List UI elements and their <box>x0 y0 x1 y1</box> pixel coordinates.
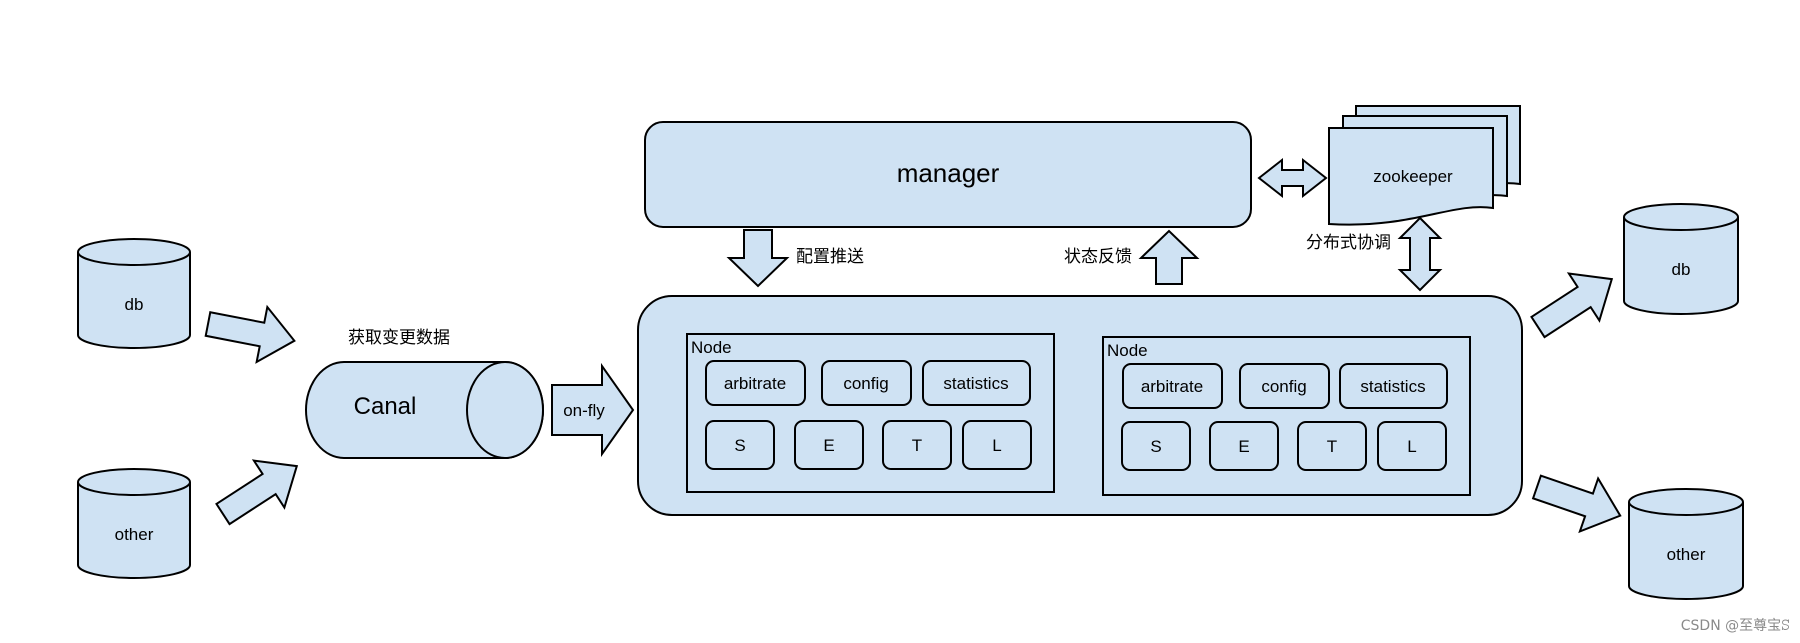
node2-stage-e-label: E <box>1238 437 1249 456</box>
node1-config-box <box>821 360 912 406</box>
manager-box <box>644 121 1252 228</box>
source-other-cylinder <box>77 468 191 579</box>
watermark-text: CSDN @至尊宝ꕶ <box>1681 617 1790 634</box>
node2-config-box <box>1239 363 1330 409</box>
zookeeper-label: zookeeper <box>1373 167 1453 186</box>
status-feedback-label: 状态反馈 <box>1064 247 1132 267</box>
capture-changes-label: 获取变更数据 <box>348 328 450 348</box>
node2-title: Node <box>1107 341 1148 360</box>
node2-stage-t-box <box>1297 421 1367 471</box>
node1-stage-l-label: L <box>992 436 1001 455</box>
cluster-to-db-arrow <box>1530 272 1614 339</box>
source-other-label: other <box>115 525 154 544</box>
node1-statistics-box <box>922 360 1031 406</box>
node2-stage-l-label: L <box>1407 437 1416 456</box>
node2-arbitrate-box <box>1122 363 1223 409</box>
node1-config-label: config <box>843 374 888 393</box>
target-db-label: db <box>1672 260 1691 279</box>
source-db-cylinder <box>77 238 191 349</box>
node1-statistics-label: statistics <box>943 374 1008 393</box>
node2-stage-e-box <box>1209 421 1279 471</box>
manager-label: manager <box>897 158 1000 188</box>
zookeeper-stack <box>1328 105 1521 226</box>
node2-arbitrate-label: arbitrate <box>1141 377 1203 396</box>
db-to-canal-arrow <box>204 304 296 364</box>
node1-stage-s-label: S <box>734 436 745 455</box>
node2-stage-s-label: S <box>1150 437 1161 456</box>
source-db-label: db <box>125 295 144 314</box>
config-push-label: 配置推送 <box>796 247 864 267</box>
target-db-cylinder <box>1623 203 1739 315</box>
cluster-to-other-arrow <box>1531 474 1622 534</box>
canal-label: Canal <box>354 393 417 420</box>
node1-stage-s-box <box>705 420 775 470</box>
node2-stage-t-label: T <box>1327 437 1337 456</box>
node1-stage-e-box <box>794 420 864 470</box>
node1-arbitrate-label: arbitrate <box>724 374 786 393</box>
node2-stage-s-box <box>1121 421 1191 471</box>
node1-stage-l-box <box>962 420 1032 470</box>
node2-statistics-label: statistics <box>1360 377 1425 396</box>
node-frame-2 <box>1102 336 1471 496</box>
config-push-arrow <box>726 229 790 288</box>
node1-stage-e-label: E <box>823 436 834 455</box>
target-other-label: other <box>1667 545 1706 564</box>
node2-statistics-box <box>1339 363 1448 409</box>
node2-stage-l-box <box>1377 421 1447 471</box>
node2-config-label: config <box>1261 377 1306 396</box>
node1-title: Node <box>691 338 732 357</box>
other-to-canal-arrow <box>215 459 299 526</box>
node1-arbitrate-box <box>705 360 806 406</box>
node1-stage-t-label: T <box>912 436 922 455</box>
status-feedback-arrow <box>1138 229 1200 285</box>
canal-cylinder <box>305 361 544 459</box>
node1-stage-t-box <box>882 420 952 470</box>
target-other-cylinder <box>1628 488 1744 600</box>
on-fly-label: on-fly <box>563 401 605 420</box>
zookeeper-cluster-arrow <box>1397 216 1443 292</box>
distributed-coordination-label: 分布式协调 <box>1306 233 1391 253</box>
manager-zookeeper-arrow <box>1257 157 1328 199</box>
on-fly-arrow <box>551 362 635 458</box>
